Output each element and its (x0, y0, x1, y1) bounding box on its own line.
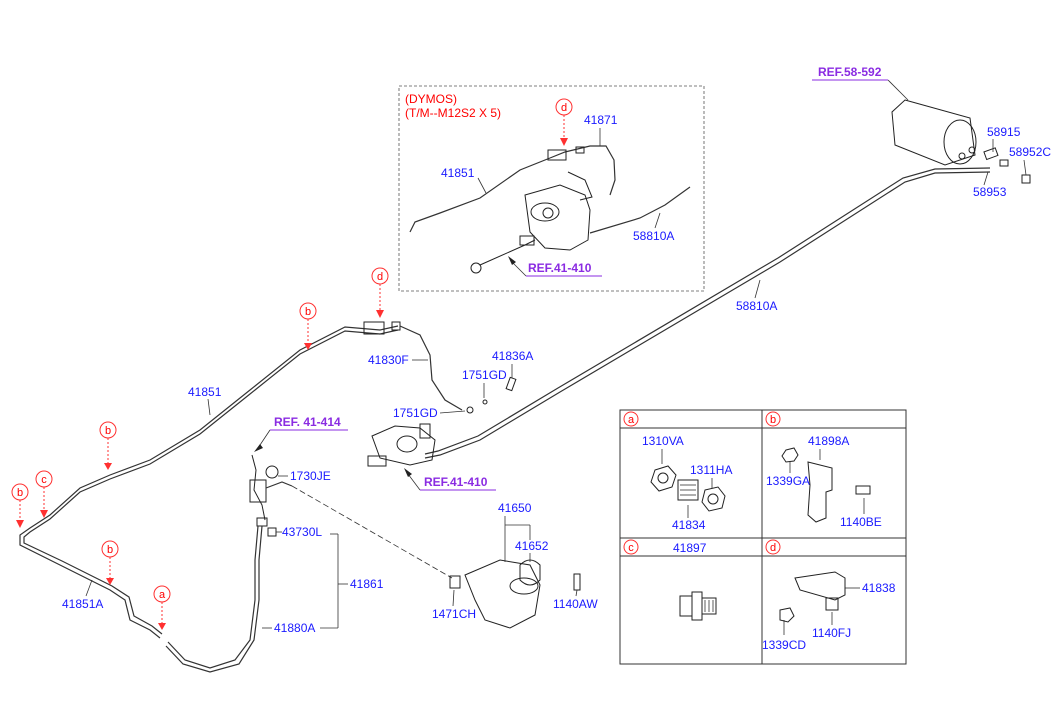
part-41830F: 41830F (368, 353, 409, 367)
part-58953: 58953 (973, 185, 1007, 199)
table-d-41838: 41838 (862, 581, 896, 595)
master-cylinder: REF. 41-414 1730JE 43730L (165, 415, 348, 673)
part-1730JE: 1730JE (290, 469, 331, 483)
table-a-1311HA: 1311HA (690, 463, 732, 477)
dymos-inset: (DYMOS) (T/M--M12S2 X 5) d 41871 41851 5… (398, 85, 705, 292)
ref-41-410-inset[interactable]: REF.41-410 (528, 261, 592, 275)
marker-b-3: b (17, 487, 23, 499)
part-41851-inset: 41851 (441, 166, 475, 180)
table-a-41834: 41834 (672, 518, 706, 532)
table-b-41898A: 41898A (808, 434, 849, 448)
part-1140AW: 1140AW (553, 597, 598, 611)
part-43730L: 43730L (282, 525, 322, 539)
part-58810A: 58810A (736, 299, 777, 313)
variant-transmission: (T/M--M12S2 X 5) (405, 106, 501, 120)
ref-41-410-main[interactable]: REF.41-410 (424, 475, 488, 489)
table-a-1310VA: 1310VA (642, 434, 684, 448)
part-58810A-inset: 58810A (633, 229, 674, 243)
pipe-58810A (424, 171, 991, 459)
table-letter-c: c (628, 542, 634, 554)
marker-d-inset: d (561, 102, 567, 114)
detail-table: a 1310VA 1311HA 41834 b 41898A 1339GA 11… (619, 409, 907, 665)
part-41652: 41652 (515, 539, 549, 553)
part-41880A: 41880A (274, 621, 315, 635)
table-c-41897: 41897 (673, 541, 707, 555)
table-d-1140FJ: 1140FJ (812, 626, 851, 640)
receiver-tank: REF.58-592 58915 58952C 58953 (812, 65, 1051, 199)
part-41836A: 41836A (492, 349, 533, 363)
ref-58-592[interactable]: REF.58-592 (818, 65, 882, 79)
part-41861: 41861 (350, 577, 384, 591)
part-41871: 41871 (584, 113, 618, 127)
pipe-41851 (19, 325, 399, 639)
part-58915: 58915 (987, 125, 1021, 139)
table-d-1339CD: 1339CD (762, 638, 806, 652)
table-letter-d: d (770, 542, 776, 554)
marker-d-main: d (377, 271, 383, 283)
part-41650: 41650 (498, 501, 532, 515)
part-41851A: 41851A (62, 597, 103, 611)
fitting-41897 (679, 591, 717, 621)
reservoir: 41650 41652 1471CH 1140AW (432, 501, 598, 629)
part-1471CH: 1471CH (432, 607, 476, 621)
ref-41-414[interactable]: REF. 41-414 (274, 415, 341, 429)
part-58952C: 58952C (1009, 145, 1051, 159)
table-letter-a: a (628, 414, 635, 426)
marker-c: c (41, 474, 47, 486)
marker-b-2: b (105, 425, 111, 437)
part-41851: 41851 (188, 385, 222, 399)
table-b-1339GA: 1339GA (766, 474, 810, 488)
marker-b-1: b (305, 306, 311, 318)
inset-master-cylinder (470, 171, 593, 274)
marker-a: a (159, 589, 166, 601)
table-letter-b: b (770, 414, 776, 426)
part-1751GD-a: 1751GD (462, 368, 507, 382)
table-b-1140BE: 1140BE (840, 515, 882, 529)
part-1751GD-b: 1751GD (393, 406, 438, 420)
variant-maker: (DYMOS) (405, 92, 457, 106)
slave-cylinder (367, 376, 517, 467)
marker-b-4: b (107, 544, 113, 556)
